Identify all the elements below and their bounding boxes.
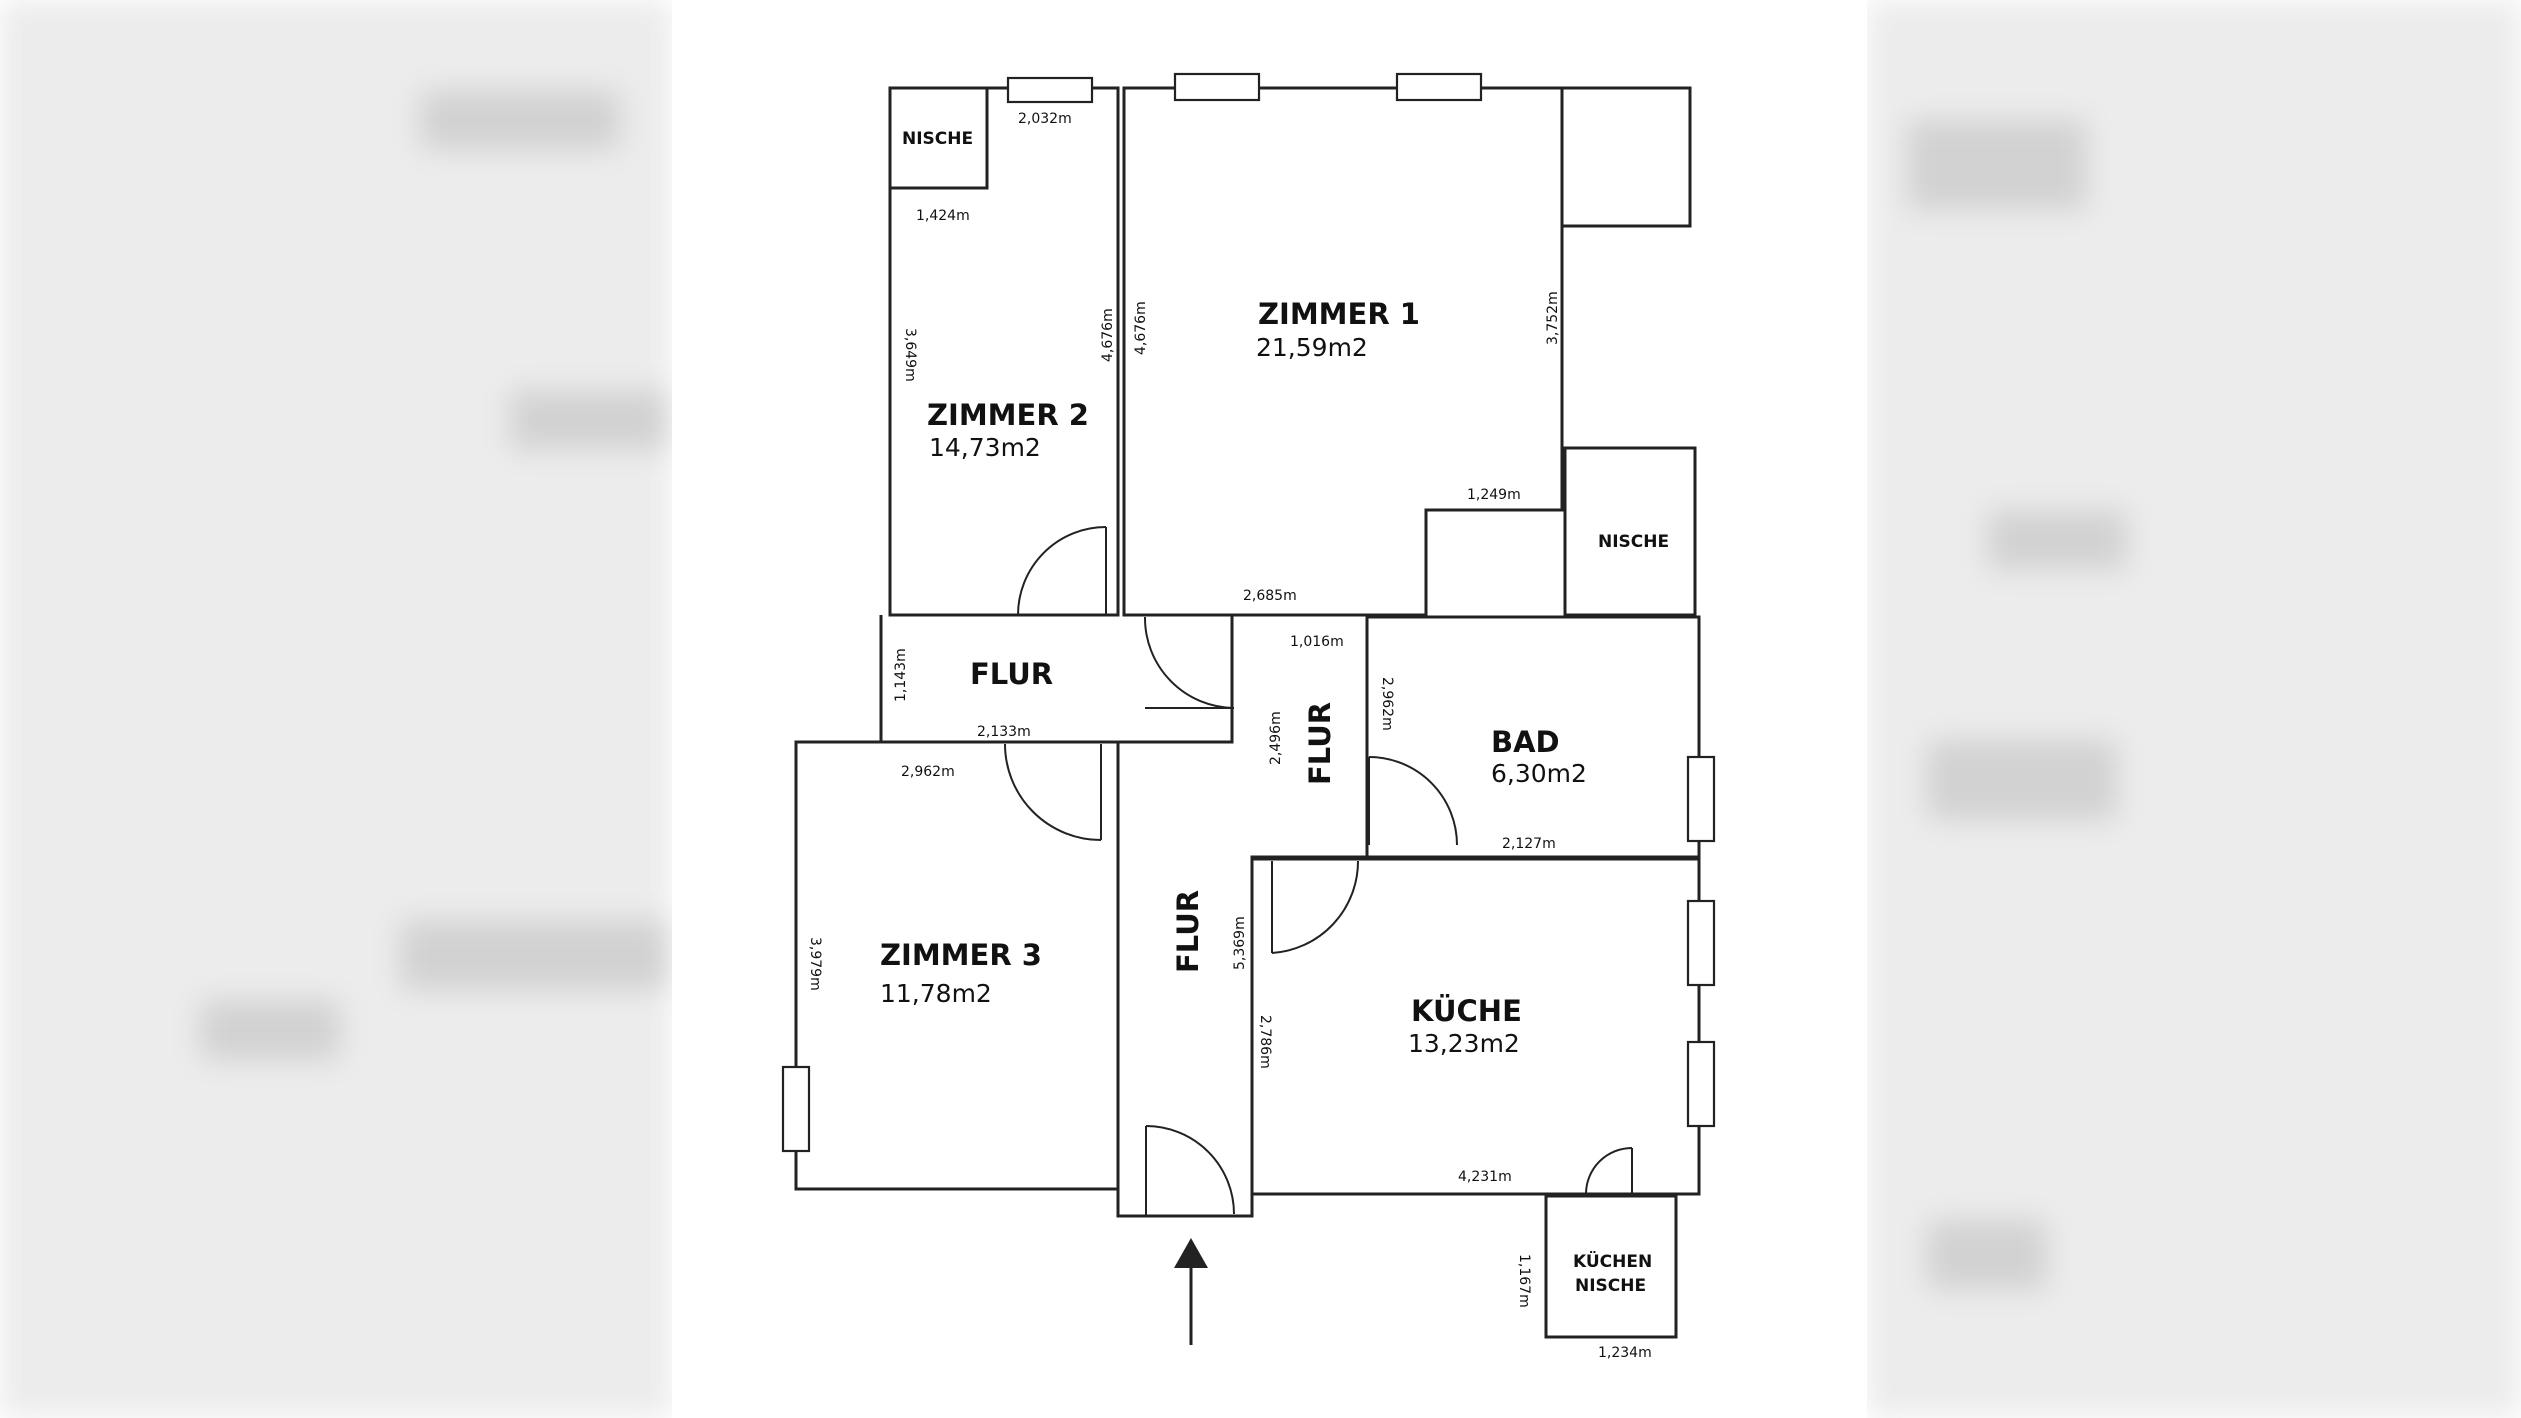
door-bad [1368,756,1458,846]
balcony [1560,86,1692,228]
floor-plan-panel [672,0,1867,1418]
dimension-label: 1,167m [1516,1254,1532,1308]
dimension-label: 3,979m [807,937,823,991]
corridor-top [879,615,1234,744]
window [1173,72,1261,102]
blurred-shape [1907,120,2087,210]
room-name-zimmer-2: ZIMMER 2 [927,398,1089,432]
room-area-kueche: 13,23m2 [1408,1029,1520,1058]
niche-top [888,86,989,190]
door-kueche [1271,860,1360,954]
dimension-label: 3,752m [1545,291,1561,345]
dimension-label: 4,676m [1133,301,1149,355]
dimension-label: 2,133m [977,724,1031,740]
niche-label-right: NISCHE [1598,532,1669,552]
window [1686,755,1716,843]
blurred-shape [510,390,670,450]
dimension-label: 2,496m [1268,711,1284,765]
dimension-label: 1,016m [1290,634,1344,650]
dimension-label: 1,234m [1598,1345,1652,1361]
blurred-background-right [1867,0,2521,1418]
window [781,1065,811,1153]
window [1686,1040,1716,1128]
arrow-up-icon [1174,1238,1208,1345]
kitchen-niche [1544,1194,1678,1339]
door-zimmer-3 [1004,743,1102,841]
dimension-label: 2,962m [1379,677,1395,731]
dimension-label: 2,127m [1502,836,1556,852]
dimension-label: 5,369m [1232,916,1248,970]
niche-label-top: NISCHE [902,129,973,149]
kitchen-niche-label-2: NISCHE [1575,1276,1646,1296]
blurred-shape [1927,1220,2047,1290]
blurred-shape [1927,740,2117,820]
window [1006,76,1094,104]
door-entrance [1145,1125,1235,1216]
dimension-label: 1,424m [916,208,970,224]
room-name-flur-top: FLUR [970,657,1053,691]
room-area-zimmer-1: 21,59m2 [1256,333,1368,362]
blurred-shape [420,90,620,150]
window [1686,899,1716,987]
room-name-bad: BAD [1491,725,1560,759]
dimension-label: 2,962m [901,764,955,780]
door-zimmer-1 [1143,616,1235,709]
dimension-label: 2,032m [1018,111,1072,127]
room-name-flur-mid: FLUR [1303,702,1337,785]
window [1395,72,1483,102]
dimension-label: 4,676m [1100,308,1116,362]
room-name-flur-bottom: FLUR [1171,890,1205,973]
dimension-label: 3,649m [902,328,918,382]
room-name-zimmer-3: ZIMMER 3 [880,938,1042,972]
corridor-bottom [1116,742,1367,1218]
room-bad [1365,615,1701,859]
dimension-label: 1,249m [1467,487,1521,503]
blurred-background-left [0,0,672,1418]
dimension-label: 2,786m [1257,1015,1273,1069]
kitchen-niche-label-1: KÜCHEN [1573,1250,1652,1272]
blurred-shape [1987,510,2127,570]
room-zimmer-2 [888,86,1120,617]
room-name-zimmer-1: ZIMMER 1 [1258,297,1420,331]
blurred-shape [400,920,670,990]
room-name-kueche: KÜCHE [1411,994,1522,1028]
dimension-label: 4,231m [1458,1169,1512,1185]
dimension-label: 2,685m [1243,588,1297,604]
room-kueche [1252,857,1701,1196]
door-kitchen-niche [1585,1147,1633,1195]
dimension-label: 1,143m [893,648,909,702]
room-area-zimmer-2: 14,73m2 [929,433,1041,462]
room-area-bad: 6,30m2 [1491,759,1587,788]
room-zimmer-3 [794,740,1120,1191]
door-zimmer-2 [1017,526,1107,616]
blurred-shape [200,1000,340,1060]
room-area-zimmer-3: 11,78m2 [880,979,992,1008]
niche-right [1563,446,1697,617]
